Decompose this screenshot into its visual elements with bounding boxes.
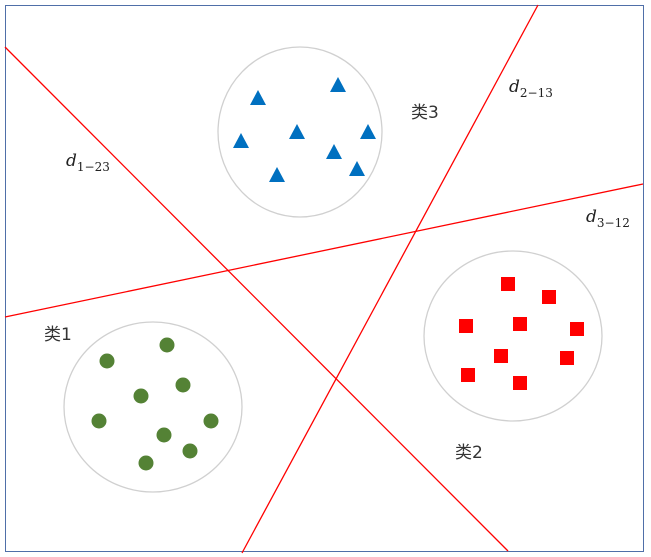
class2-square-point [570, 322, 584, 336]
class3-triangle-point [289, 124, 305, 139]
class3-triangle-point [250, 90, 266, 105]
class2-boundary [423, 250, 603, 422]
label-d1-23-subscript: 1−23 [77, 160, 110, 174]
class1-dot-point [182, 443, 198, 459]
class1-dot-point [203, 413, 219, 429]
class3-triangle-point [330, 77, 346, 92]
label-d1-23: d1−23 [66, 151, 110, 174]
class2-square-point [560, 351, 574, 365]
label-d3-12-main: d [586, 207, 597, 227]
class2-square-point [513, 317, 527, 331]
label-d3-12: d3−12 [586, 207, 630, 230]
class3-triangle-point [360, 124, 376, 139]
class2-square-point [494, 349, 508, 363]
class2-square-point [461, 368, 475, 382]
class3-boundary [217, 46, 383, 218]
class1-dot-point [91, 413, 107, 429]
class1-dot-point [99, 353, 115, 369]
class3-triangle-point [269, 167, 285, 182]
class1-dot-point [133, 388, 149, 404]
label-d2-13-main: d [509, 77, 520, 97]
class1-boundary [63, 321, 243, 493]
line-d3-12 [4, 183, 644, 318]
class1-dot-point [175, 377, 191, 393]
class2-square-point [459, 319, 473, 333]
label-class2: 类2 [455, 443, 483, 463]
class2-square-point [513, 376, 527, 390]
label-d2-13: d2−13 [509, 77, 553, 100]
label-d3-12-subscript: 3−12 [597, 216, 630, 230]
line-d2-13 [241, 4, 539, 554]
label-class3: 类3 [411, 103, 439, 123]
class1-dot-point [159, 337, 175, 353]
class3-triangle-point [233, 133, 249, 148]
class2-square-point [501, 277, 515, 291]
line-d1-23 [4, 46, 509, 552]
class3-triangle-point [326, 144, 342, 159]
class1-dot-point [138, 455, 154, 471]
frame [5, 5, 644, 552]
label-d1-23-main: d [66, 151, 77, 171]
class2-square-point [542, 290, 556, 304]
label-class1: 类1 [44, 325, 72, 345]
class3-triangle-point [349, 161, 365, 176]
label-d2-13-subscript: 2−13 [520, 86, 553, 100]
class1-dot-point [156, 427, 172, 443]
